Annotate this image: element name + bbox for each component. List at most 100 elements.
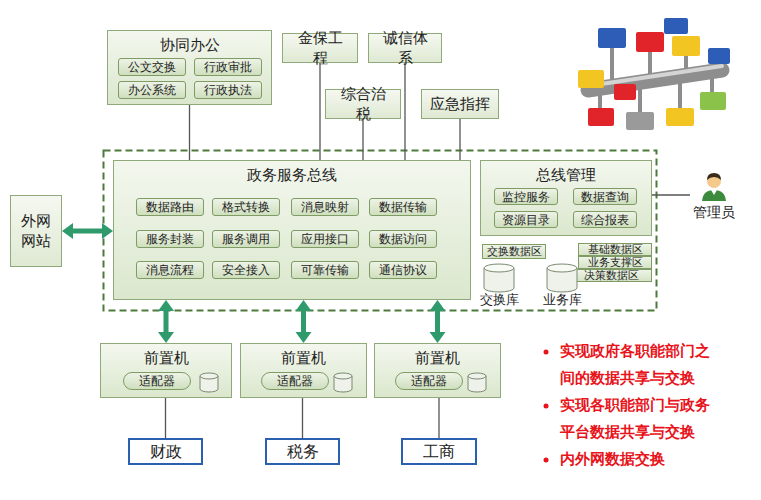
node-text: 金保工程 [291,28,349,68]
function-box: 服务调用 [212,230,280,248]
arrow-head [296,300,312,311]
node-text: 适配器 [411,374,447,388]
connector-line [438,398,439,438]
function-box: 监控服务 [494,188,558,205]
node-text: 前置机 [101,349,231,367]
node-text: 诚信体系 [377,28,433,68]
connector [158,300,174,343]
adapter-box: 适配器 [123,372,191,390]
adapter-box: 适配器 [261,372,329,390]
node-text: 交换库 [467,292,531,307]
node-text: 政务服务总线 [114,166,470,184]
node-text: 适配器 [277,374,313,388]
function-box: 数据路由 [136,198,204,216]
function-box: 资源目录 [494,211,558,228]
node-text: 业务支撑区 [588,257,643,269]
function-box: 应用接口 [291,230,359,248]
person-icon [698,170,730,202]
arrow-head [158,332,174,343]
node-text: 应用接口 [301,232,349,246]
node-text: 服务封装 [146,232,194,246]
node-text: 行政审批 [204,60,252,74]
node-text: 安全接入 [222,263,270,277]
node-text: 办公系统 [128,83,176,97]
function-box: 数据传输 [369,198,437,216]
front-machine-box: 前置机适配器 [100,343,232,398]
function-box: 行政执法 [194,81,262,99]
node-text: 资源目录 [502,213,550,227]
data-zone-box: 交换数据区 [482,244,546,259]
bus-dashed-frame [104,151,657,311]
system-box: 综合治税 [325,89,401,119]
small-db-icons [200,373,486,392]
adapter-box: 适配器 [395,372,463,390]
node-text: 外网网站 [19,211,53,251]
cylinder-shape [483,263,515,293]
connector-line [189,105,190,160]
connector-line [319,63,320,160]
function-box: 行政审批 [194,58,262,76]
connector [652,195,690,196]
function-box: 格式转换 [212,198,280,216]
function-box: 数据查询 [573,188,637,205]
front-machine-box: 前置机适配器 [240,343,367,398]
connector [460,119,461,160]
node-text: 交换数据区 [487,246,542,258]
front-machine-box: 前置机适配器 [374,343,501,398]
node-text: 应急指挥 [430,94,490,114]
function-box: 数据访问 [369,230,437,248]
connector-line [164,310,169,333]
function-box: 消息映射 [291,198,359,216]
node-text: 协同办公 [108,36,271,54]
connector [189,105,190,160]
node-text: 消息流程 [146,263,194,277]
cylinder-shape [546,263,578,293]
system-box: 应急指挥 [421,89,499,119]
node-text: 通信协议 [379,263,427,277]
node-text: 行政执法 [204,83,252,97]
connector [320,63,321,160]
node-text: 基础数据区 [588,244,643,256]
database-cylinder: 业务库 [542,263,582,307]
node-text: 财政 [150,443,182,461]
connector-line [302,398,303,438]
note-text: 实现政府各职能部门之间的数据共享与交换 [560,338,718,392]
connector [296,300,312,343]
connector-line [404,63,405,160]
data-zone-box: 业务支撑区 [578,256,652,269]
function-box: 综合报表 [573,211,637,228]
database-cylinder: 交换库 [479,263,519,307]
connector-line [165,398,166,438]
connector [439,398,440,438]
connector [430,300,446,343]
connector [165,398,166,438]
arrow-head [296,332,312,343]
note-text: 实现各职能部门与政务平台数据共享与交换 [560,392,718,446]
management-box: 总线管理监控服务 数据查询资源目录 综合报表 [480,160,652,236]
arrow-head [430,300,446,311]
arrow-head [102,223,113,239]
node-text: 前置机 [241,349,366,367]
node-text: 监控服务 [502,190,550,204]
node-text: 综合报表 [581,213,629,227]
connector [405,63,406,160]
node-text: 适配器 [139,374,175,388]
connector [363,119,364,160]
connector-line [459,119,460,160]
function-box: 安全接入 [212,261,280,279]
node-text: 公文交换 [128,60,176,74]
node-text: 可靠传输 [301,263,349,277]
node-text: 税务 [287,443,319,461]
node-text: 数据查询 [581,190,629,204]
data-zone-box: 基础数据区 [578,243,652,256]
node-text: 管理员 [684,204,744,220]
function-box: 通信协议 [369,261,437,279]
node-text: 总线管理 [481,166,651,184]
connector-line [435,310,440,333]
node-text: 消息映射 [301,200,349,214]
function-box: 可靠传输 [291,261,359,279]
connector-line [72,229,103,234]
connector [62,223,113,239]
node-text: 数据访问 [379,232,427,246]
